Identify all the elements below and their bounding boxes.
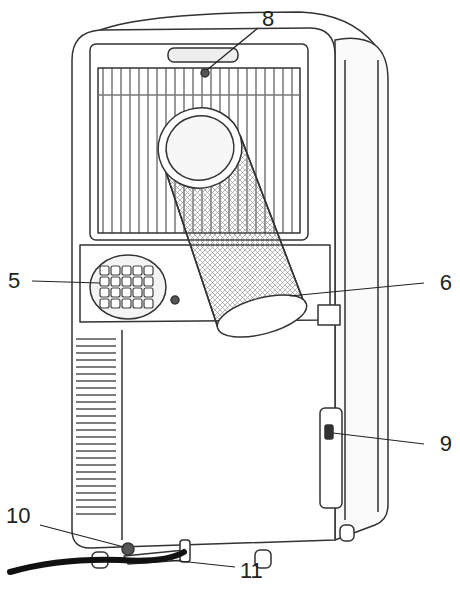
filter-cell (100, 299, 109, 308)
callout-number: 9 (440, 433, 452, 455)
filter-cell (111, 277, 120, 286)
callout-number: 10 (6, 505, 30, 527)
filter-cell (122, 299, 131, 308)
filter-cell (133, 299, 142, 308)
filter-cell (111, 288, 120, 297)
filter-cell (111, 266, 120, 275)
filter-cell (144, 277, 153, 286)
callout-number: 5 (8, 270, 20, 292)
filter-cell (100, 288, 109, 297)
filter-cell (100, 277, 109, 286)
callout-number: 6 (440, 272, 452, 294)
filter-cell (133, 266, 142, 275)
filter-cell (144, 288, 153, 297)
filter-cell (122, 277, 131, 286)
filter-cell (144, 299, 153, 308)
filter-cell (133, 277, 142, 286)
callout-number: 11 (240, 560, 263, 582)
filter-cell (111, 299, 120, 308)
filter-cell (133, 288, 142, 297)
callout-number: 8 (262, 8, 274, 30)
filter-cell (100, 266, 109, 275)
filter-cell (144, 266, 153, 275)
filter-cell (122, 288, 131, 297)
filter-cell (122, 266, 131, 275)
